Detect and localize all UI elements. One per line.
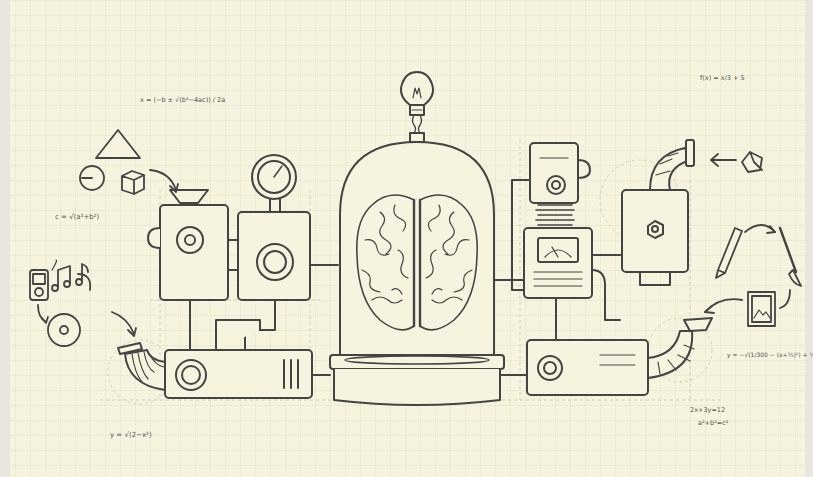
formula-note: c = √(a²+b²) (55, 214, 99, 221)
output-icons (705, 152, 801, 326)
formula-note: x = (−b ± √(b²−4ac)) / 2a (140, 97, 225, 104)
machines (118, 72, 712, 405)
guide-lines (100, 140, 720, 404)
formula-note: a²+b²=c² (698, 420, 728, 427)
brain (357, 195, 477, 330)
formula-note: y = −√(1/300 − (x+½)²) + ½ (727, 352, 813, 358)
formula-note: 2x+3y=12 (690, 407, 725, 414)
input-icons (30, 130, 178, 346)
paper (10, 0, 805, 477)
formula-note: f(x) = x/3 + 5 (700, 75, 745, 82)
grid (10, 0, 805, 477)
formula-note: y = √(2−x²) (110, 432, 152, 439)
